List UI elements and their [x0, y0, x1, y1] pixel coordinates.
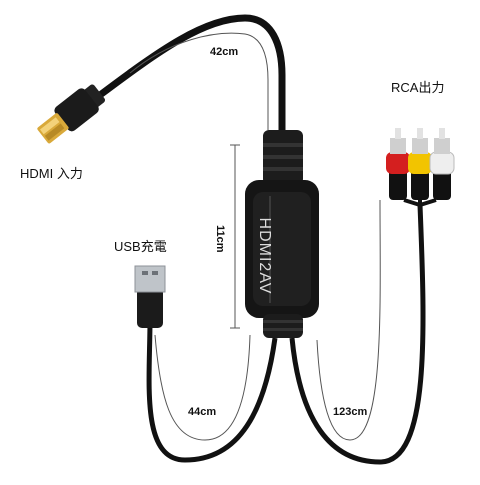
rca-output-label: RCA出力: [391, 80, 445, 95]
rca-white-plug: [429, 128, 455, 200]
hdmi-connector: [37, 84, 106, 144]
converter-box-length: 11cm: [214, 225, 226, 253]
rca-cable-length: 123cm: [333, 406, 368, 418]
bottom-strain-relief: [263, 314, 303, 338]
dimension-44: [154, 334, 251, 441]
usb-connector: [134, 265, 166, 328]
usb-charge-label: USB充電: [114, 239, 167, 254]
hdmi-cable-length: 42cm: [210, 46, 239, 58]
usb-cable-length: 44cm: [188, 406, 217, 418]
dimension-42: [129, 32, 269, 130]
usb-cable: [146, 319, 278, 463]
converter-box-label: HDMI2AV: [256, 217, 273, 295]
rca-cable: [289, 204, 426, 465]
hdmi-input-label: HDMI 入力: [20, 166, 83, 181]
rca-yellow-plug: [408, 128, 432, 200]
dimension-123: [316, 199, 381, 441]
rca-red-plug: [386, 128, 410, 200]
